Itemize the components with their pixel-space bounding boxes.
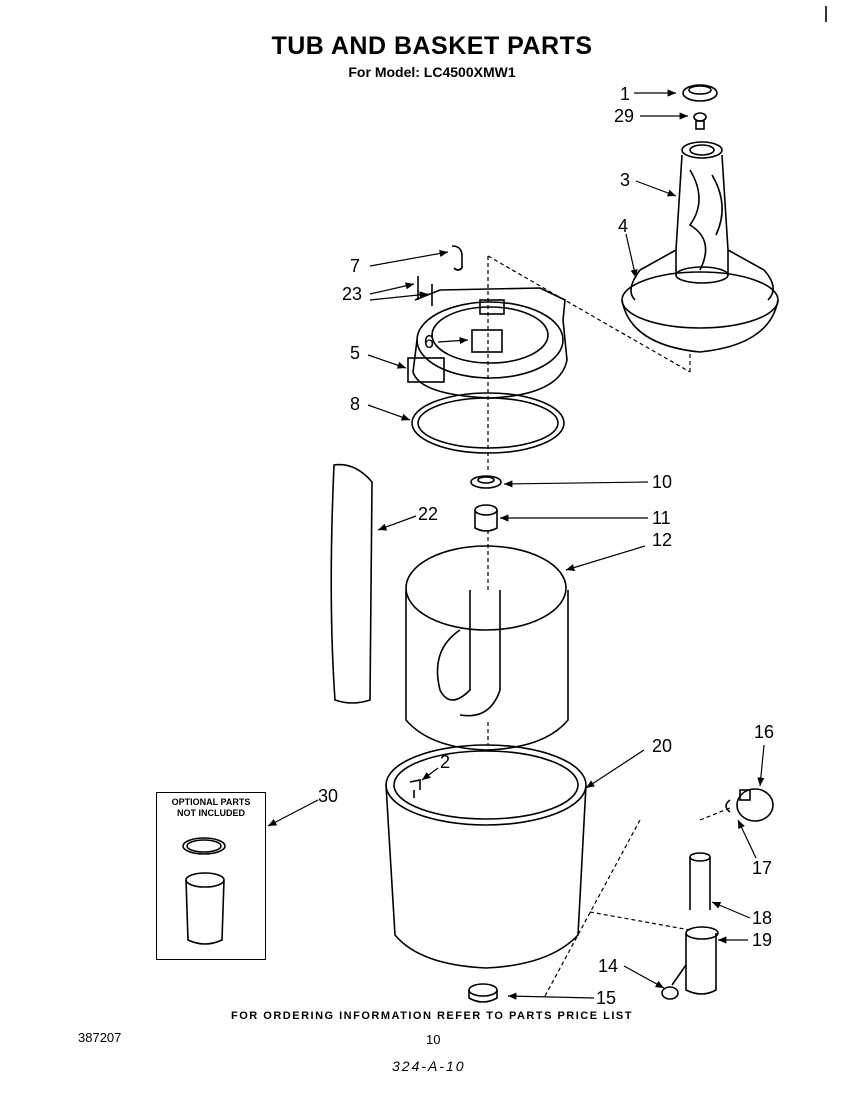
- callout-23: 23: [342, 284, 363, 304]
- callout-20: 20: [652, 736, 673, 756]
- part-4-agitator-skirt: [621, 249, 779, 353]
- optional-parts-label: OPTIONAL PARTS: [171, 797, 251, 807]
- callout-10: 10: [652, 472, 673, 492]
- callout-4: 4: [618, 216, 629, 236]
- callout-17: 17: [752, 858, 773, 878]
- part-7-hook: [451, 245, 463, 271]
- callout-18: 18: [752, 908, 773, 928]
- handwritten-reference: 324-A-10: [392, 1058, 466, 1074]
- part-17-clamp: [725, 799, 731, 813]
- callout-19: 19: [752, 930, 773, 950]
- part-10-nut: [470, 475, 502, 489]
- document-number: 387207: [78, 1030, 122, 1045]
- callout-2: 2: [440, 752, 451, 772]
- page-title: TUB AND BASKET PARTS: [271, 32, 593, 60]
- callout-7: 7: [350, 256, 361, 276]
- part-3-agitator: [675, 141, 729, 284]
- part-30-filter: [185, 872, 225, 945]
- part-11-hub: [474, 504, 498, 532]
- part-23-clips: [417, 276, 433, 306]
- callout-14: 14: [598, 956, 619, 976]
- callout-22: 22: [418, 504, 439, 524]
- part-18-hose: [689, 852, 711, 910]
- part-6-filter: [471, 329, 503, 353]
- ordering-note: FOR ORDERING INFORMATION REFER TO PARTS …: [231, 1010, 633, 1022]
- part-22-lint-bag: [330, 463, 373, 704]
- callout-12: 12: [652, 530, 673, 550]
- callout-8: 8: [350, 394, 361, 414]
- callout-1: 1: [620, 84, 631, 104]
- callout-15: 15: [596, 988, 617, 1008]
- part-29-fastener: [693, 112, 707, 122]
- part-12-basket: [405, 545, 569, 751]
- not-included-label: NOT INCLUDED: [177, 808, 245, 818]
- callout-5: 5: [350, 343, 361, 363]
- part-16-pump: [736, 788, 774, 822]
- callout-30: 30: [318, 786, 339, 806]
- callout-16: 16: [754, 722, 775, 742]
- part-19-fitting: [671, 926, 719, 995]
- page-number: 10: [426, 1032, 441, 1047]
- callout-6: 6: [424, 332, 435, 352]
- callout-29: 29: [614, 106, 635, 126]
- callout-11: 11: [652, 508, 671, 528]
- callout-3: 3: [620, 170, 631, 190]
- part-2-screw: [409, 779, 421, 798]
- part-14-cap: [661, 986, 679, 1000]
- part-15-bearing: [468, 983, 498, 1003]
- model-subtitle: For Model: LC4500XMW1: [348, 64, 516, 80]
- optional-parts-box: OPTIONAL PARTS NOT INCLUDED: [156, 792, 266, 960]
- part-30-ring: [182, 837, 226, 855]
- part-20-tub: [385, 744, 587, 969]
- part-1-cap: [682, 84, 718, 102]
- part-8-gasket: [411, 392, 565, 454]
